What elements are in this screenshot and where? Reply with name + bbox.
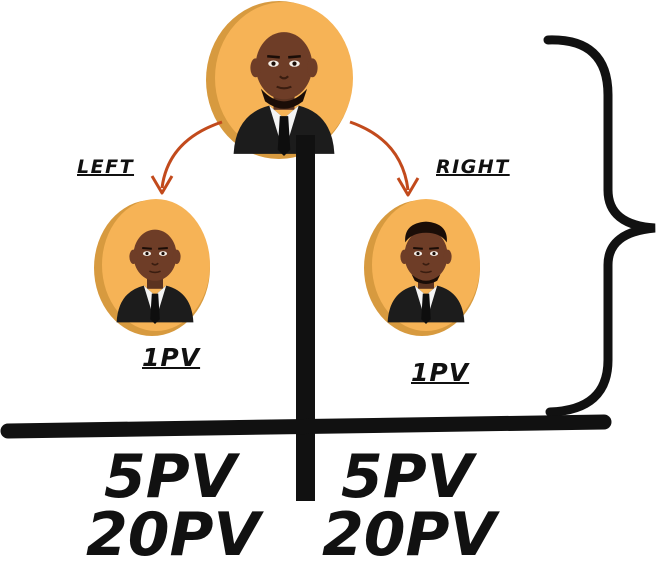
- right-total-line1: 5PV: [341, 442, 474, 512]
- left-total-line1: 5PV: [104, 442, 237, 512]
- left-total-line2: 20PV: [86, 500, 260, 570]
- horizontal-divider: [0, 414, 612, 439]
- curly-brace: [543, 35, 656, 417]
- vertical-divider: [296, 135, 315, 501]
- left-label: LEFT: [77, 156, 135, 178]
- top-avatar: [206, 1, 353, 159]
- person-avatar-icon: [386, 221, 466, 326]
- right-arrow: [349, 120, 420, 197]
- right-child-pv: 1PV: [411, 358, 470, 387]
- right-total-line2: 20PV: [322, 500, 496, 570]
- person-avatar-icon: [232, 30, 336, 158]
- right-label: RIGHT: [436, 156, 510, 178]
- left-arrow: [150, 120, 223, 195]
- left-child-pv: 1PV: [142, 343, 201, 372]
- left-avatar: [94, 199, 210, 336]
- right-avatar: [364, 199, 480, 336]
